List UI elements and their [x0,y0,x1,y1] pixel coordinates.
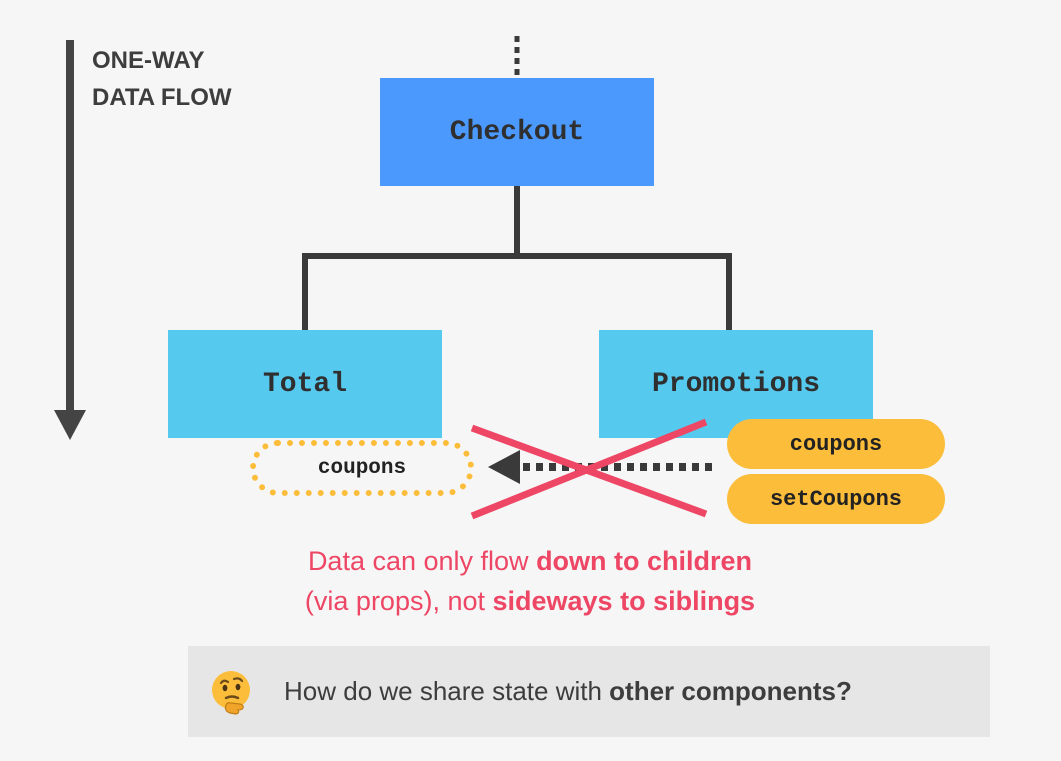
promotions-label: Promotions [651,368,821,400]
flow-label-line2: DATA FLOW [92,84,232,111]
thinking-face-icon [210,669,256,715]
blocked-coupons-label: coupons [317,456,407,480]
cross-stroke-2 [470,418,708,520]
coupons-state-label: coupons [789,431,883,457]
flow-label: ONE-WAY DATA FLOW [92,42,232,116]
message-line2-prefix: (via props), not [304,586,493,616]
total-component: Total [168,330,442,438]
down-arrow-icon [54,410,86,440]
question-prefix: How do we share state with [284,676,610,706]
checkout-component: Checkout [380,78,654,186]
blocked-coupons-prop: coupons [250,440,474,496]
checkout-label: Checkout [449,116,585,148]
coupons-state-pill: coupons [727,419,945,469]
set-coupons-state-label: setCoupons [769,486,903,512]
question-text: How do we share state with other compone… [284,676,852,707]
message-line-2: (via props), not sideways to siblings [220,581,840,621]
message-line1-bold: down to children [536,546,753,576]
total-label: Total [262,368,347,400]
message-line-1: Data can only flow down to children [220,541,840,581]
question-bold: other components? [609,676,852,706]
question-box: How do we share state with other compone… [188,646,990,737]
set-coupons-state-pill: setCoupons [727,474,945,524]
message-line2-bold: sideways to siblings [492,586,756,616]
left-arrow-icon [488,450,520,484]
data-flow-message: Data can only flow down to children (via… [220,541,840,621]
flow-label-line1: ONE-WAY [92,47,205,74]
message-line1-prefix: Data can only flow [307,546,537,576]
data-flow-arrow-shaft [66,40,74,412]
